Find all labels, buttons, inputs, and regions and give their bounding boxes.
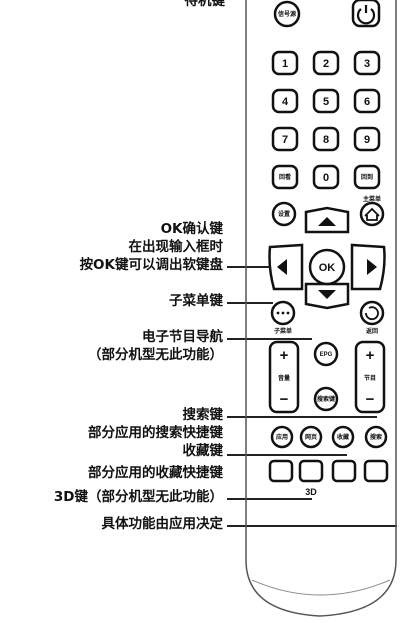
search-button[interactable]: 搜索 — [364, 425, 388, 449]
color-key-3[interactable] — [331, 459, 357, 483]
svg-text:3: 3 — [364, 58, 370, 70]
svg-text:4: 4 — [282, 96, 289, 108]
key-3d-caption: 3D — [305, 487, 317, 497]
back-arrow-icon — [365, 306, 379, 321]
ok-button[interactable]: OK — [308, 248, 346, 286]
svg-text:−: − — [366, 391, 375, 408]
ok-line3-label: 按OK键可以调出软键盘 — [79, 257, 223, 273]
num-key-0[interactable]: 0 — [312, 164, 340, 190]
svg-text:网页: 网页 — [305, 433, 317, 441]
search-key-button[interactable]: 搜索键 — [313, 386, 339, 412]
num-key-8[interactable]: 8 — [312, 126, 340, 152]
back-to-button[interactable]: 回到 — [353, 164, 381, 190]
dpad: OK — [268, 206, 386, 310]
svg-text:音量: 音量 — [278, 374, 290, 382]
key3d-label: 3D键（部分机型无此功能） — [53, 489, 223, 505]
svg-text:收藏: 收藏 — [337, 433, 349, 441]
power-button[interactable] — [351, 0, 381, 28]
svg-text:EPG: EPG — [320, 352, 333, 358]
arrow-up-icon — [318, 217, 336, 226]
svg-text:6: 6 — [364, 96, 370, 108]
home-icon — [364, 207, 380, 221]
svg-text:搜索: 搜索 — [370, 433, 382, 441]
num-key-7[interactable]: 7 — [271, 126, 299, 152]
back-caption: 返回 — [366, 327, 378, 335]
submenu-label: 子菜单键 — [169, 293, 223, 309]
fav-title-label: 收藏键 — [182, 443, 224, 459]
settings-button[interactable]: 设置 — [271, 201, 297, 227]
svg-text:应用: 应用 — [276, 433, 288, 441]
svg-text:1: 1 — [282, 58, 288, 70]
svg-text:回到: 回到 — [361, 173, 373, 181]
channel-rocker[interactable]: + 节目 − — [354, 340, 386, 414]
app-button[interactable]: 应用 — [270, 425, 294, 449]
svg-text:OK: OK — [319, 262, 336, 274]
ok-line2-label: 在出现输入框时 — [128, 239, 224, 255]
power-icon — [356, 8, 376, 25]
svg-text:节目: 节目 — [364, 374, 376, 382]
svg-text:8: 8 — [323, 134, 329, 146]
ok-title-label: OK确认键 — [160, 221, 223, 237]
num-key-4[interactable]: 4 — [271, 88, 299, 114]
epg-button[interactable]: EPG — [313, 341, 339, 367]
standby-label: 待机键 — [184, 0, 226, 9]
submenu-caption: 子菜单 — [274, 327, 292, 335]
app-keys-label: 具体功能由应用决定 — [101, 516, 224, 532]
svg-text:搜索键: 搜索键 — [317, 395, 336, 403]
replay-button[interactable]: 回看 — [271, 164, 299, 190]
num-key-5[interactable]: 5 — [312, 88, 340, 114]
num-key-6[interactable]: 6 — [353, 88, 381, 114]
favorite-button[interactable]: 收藏 — [331, 425, 355, 449]
search-note-label: 部分应用的搜索快捷键 — [88, 425, 223, 441]
number-pad: 1 2 3 4 5 6 7 8 9 回看 0 回到 — [271, 50, 381, 190]
color-key-2[interactable] — [298, 459, 324, 483]
svg-text:回看: 回看 — [279, 173, 291, 181]
num-key-1[interactable]: 1 — [271, 50, 299, 76]
num-key-9[interactable]: 9 — [353, 126, 381, 152]
home-button[interactable] — [359, 201, 385, 227]
leader-line-epg — [227, 338, 312, 340]
leader-line-ok — [227, 266, 273, 268]
arrow-left-icon — [277, 259, 287, 275]
signal-source-button[interactable]: 信号源 — [273, 0, 301, 28]
volume-rocker[interactable]: + 音量 − — [268, 340, 300, 414]
epg-note-label: （部分机型无此功能） — [88, 347, 223, 363]
search-title-label: 搜索键 — [182, 407, 224, 423]
back-button[interactable] — [359, 300, 385, 326]
home-caption: 主菜单 — [363, 195, 381, 203]
svg-text:−: − — [280, 391, 289, 408]
leader-line-apps — [227, 525, 397, 527]
svg-text:2: 2 — [323, 58, 329, 70]
submenu-button[interactable] — [270, 300, 296, 326]
web-button[interactable]: 网页 — [299, 425, 323, 449]
leader-line-3d — [227, 498, 312, 500]
svg-text:7: 7 — [282, 134, 288, 146]
arrow-down-icon — [318, 290, 336, 299]
color-key-1[interactable] — [268, 459, 294, 483]
svg-text:0: 0 — [323, 172, 329, 184]
leader-line-fav — [227, 454, 347, 456]
svg-text:+: + — [366, 347, 375, 364]
leader-line-submenu — [227, 302, 273, 304]
svg-text:5: 5 — [323, 96, 329, 108]
epg-title-label: 电子节目导航 — [142, 329, 223, 345]
leader-line-search — [227, 416, 377, 418]
num-key-2[interactable]: 2 — [312, 50, 340, 76]
svg-text:信号源: 信号源 — [278, 10, 296, 18]
svg-text:9: 9 — [364, 134, 370, 146]
arrow-right-icon — [367, 259, 377, 275]
svg-text:+: + — [280, 347, 289, 364]
fav-note-label: 部分应用的收藏快捷键 — [88, 465, 223, 481]
svg-text:设置: 设置 — [278, 210, 290, 218]
num-key-3[interactable]: 3 — [353, 50, 381, 76]
color-key-4[interactable] — [363, 459, 389, 483]
